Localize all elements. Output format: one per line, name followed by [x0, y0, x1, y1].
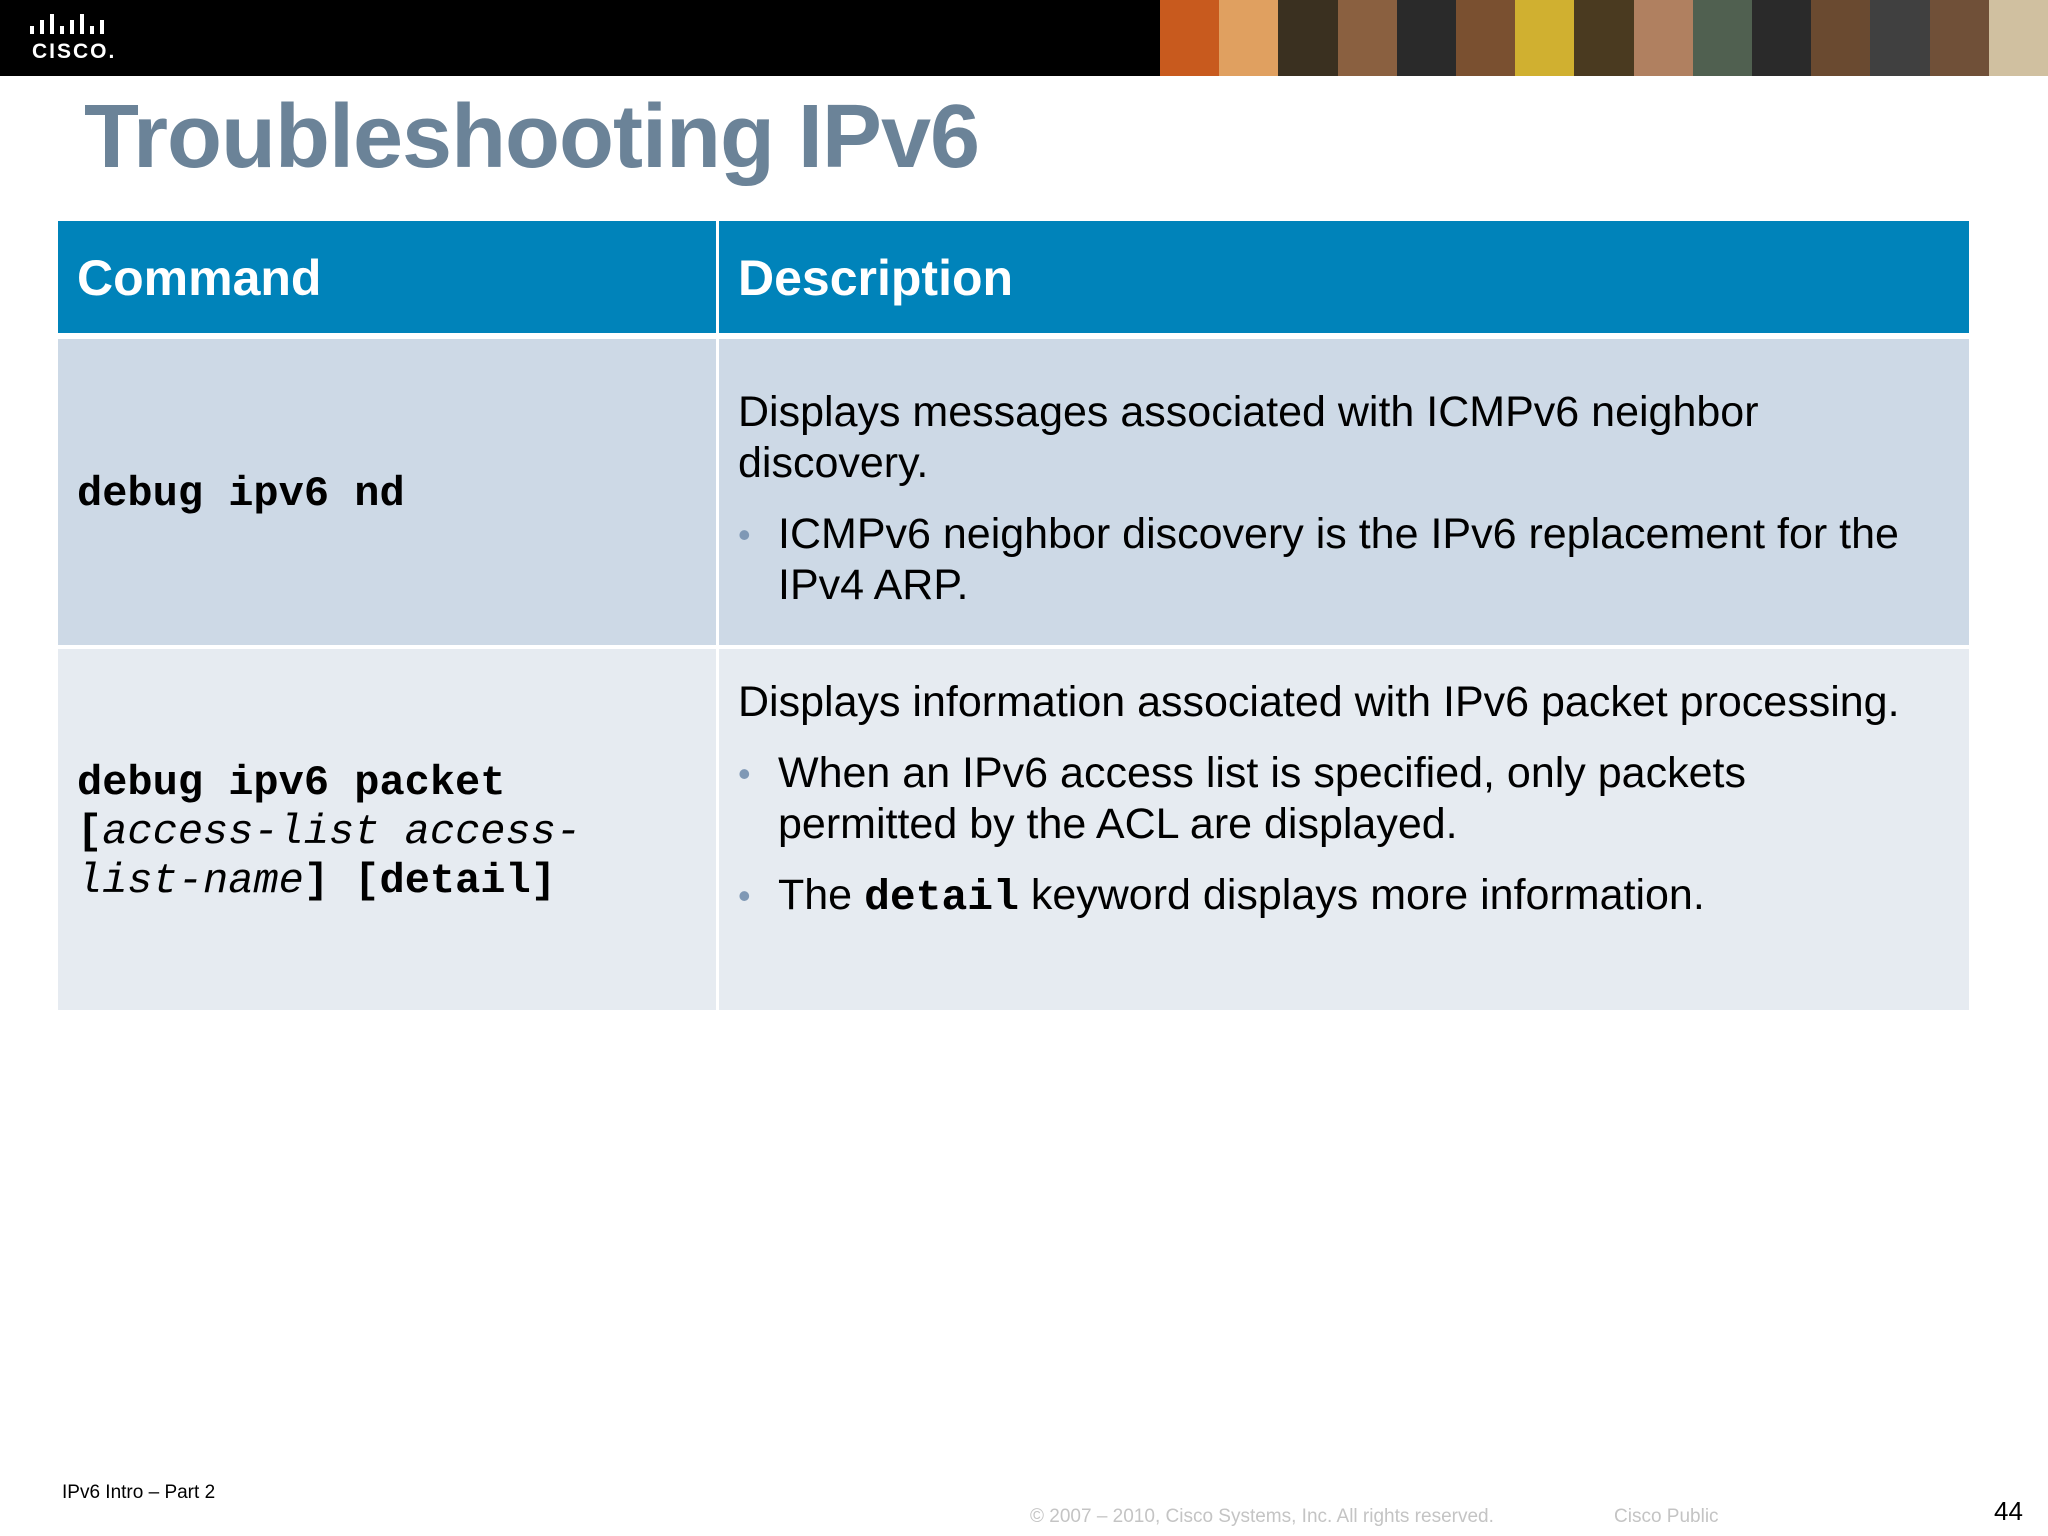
photo-tile — [1219, 0, 1279, 76]
photo-tile — [1870, 0, 1930, 76]
cisco-logo-text: CISCO. — [32, 40, 117, 63]
bullet-icon: • — [738, 875, 751, 916]
footer-course-title: IPv6 Intro – Part 2 — [62, 1482, 216, 1503]
photo-tile — [1811, 0, 1871, 76]
list-item: • ICMPv6 neighbor discovery is the IPv6 … — [738, 509, 1929, 611]
bracket-open: [ — [77, 808, 103, 856]
photo-tile — [1574, 0, 1634, 76]
table-row: debug ipv6 nd Displays messages associat… — [58, 339, 1969, 645]
command-text: debug ipv6 packet [access-list access-li… — [58, 649, 716, 906]
list-item: • The detail keyword displays more infor… — [738, 870, 1929, 923]
command-cell: debug ipv6 packet [access-list access-li… — [58, 649, 719, 1010]
description-cell: Displays messages associated with ICMPv6… — [719, 339, 1969, 645]
param-detail: [detail] — [354, 857, 556, 905]
photo-tile — [1278, 0, 1338, 76]
top-banner: CISCO. — [0, 0, 2048, 76]
photo-tile — [1160, 0, 1220, 76]
description-text: Displays information associated with IPv… — [738, 678, 1900, 726]
header-description: Description — [719, 221, 1969, 333]
photo-tile — [1988, 0, 2048, 76]
photo-tile — [1929, 0, 1989, 76]
photo-tile — [1633, 0, 1693, 76]
photo-tile — [1515, 0, 1575, 76]
command-text: debug ipv6 nd — [77, 470, 405, 518]
photo-tile — [1396, 0, 1457, 76]
bullet-text-prefix: The — [778, 871, 853, 919]
table-row: debug ipv6 packet [access-list access-li… — [58, 649, 1969, 1010]
command-table: Command Description debug ipv6 nd Displa… — [58, 221, 1969, 1010]
bracket-close: ] — [303, 857, 330, 905]
bullet-icon: • — [738, 753, 751, 794]
page-number: 44 — [1994, 1496, 2023, 1526]
table-header-row: Command Description — [58, 221, 1969, 333]
footer-classification: Cisco Public — [1614, 1506, 1719, 1527]
header-command: Command — [58, 221, 719, 333]
description-cell: Displays information associated with IPv… — [719, 649, 1969, 1010]
command-params: [access-list access-list-name] [detail] — [77, 808, 637, 906]
param-access-list: access-list access-list-name — [77, 808, 582, 905]
command-line: debug ipv6 packet — [77, 759, 506, 807]
photo-tile — [1337, 0, 1397, 76]
slide-title: Troubleshooting IPv6 — [84, 87, 980, 187]
bullet-text: When an IPv6 access list is specified, o… — [778, 749, 1746, 848]
photo-tile — [1456, 0, 1516, 76]
description-text: Displays messages associated with ICMPv6… — [738, 388, 1759, 487]
bullet-text: ICMPv6 neighbor discovery is the IPv6 re… — [778, 510, 1899, 609]
photo-tile — [1752, 0, 1812, 76]
command-cell: debug ipv6 nd — [58, 339, 719, 645]
cisco-logo: CISCO. — [26, 12, 122, 64]
bullet-text-suffix: keyword displays more information. — [1030, 871, 1705, 919]
detail-keyword: detail — [864, 873, 1019, 922]
photo-tile — [1692, 0, 1753, 76]
footer-copyright: © 2007 – 2010, Cisco Systems, Inc. All r… — [1030, 1506, 1494, 1527]
cisco-bridge-icon — [30, 14, 104, 34]
bullet-icon: • — [738, 514, 751, 555]
list-item: • When an IPv6 access list is specified,… — [738, 748, 1929, 850]
photo-collage — [1160, 0, 2048, 76]
